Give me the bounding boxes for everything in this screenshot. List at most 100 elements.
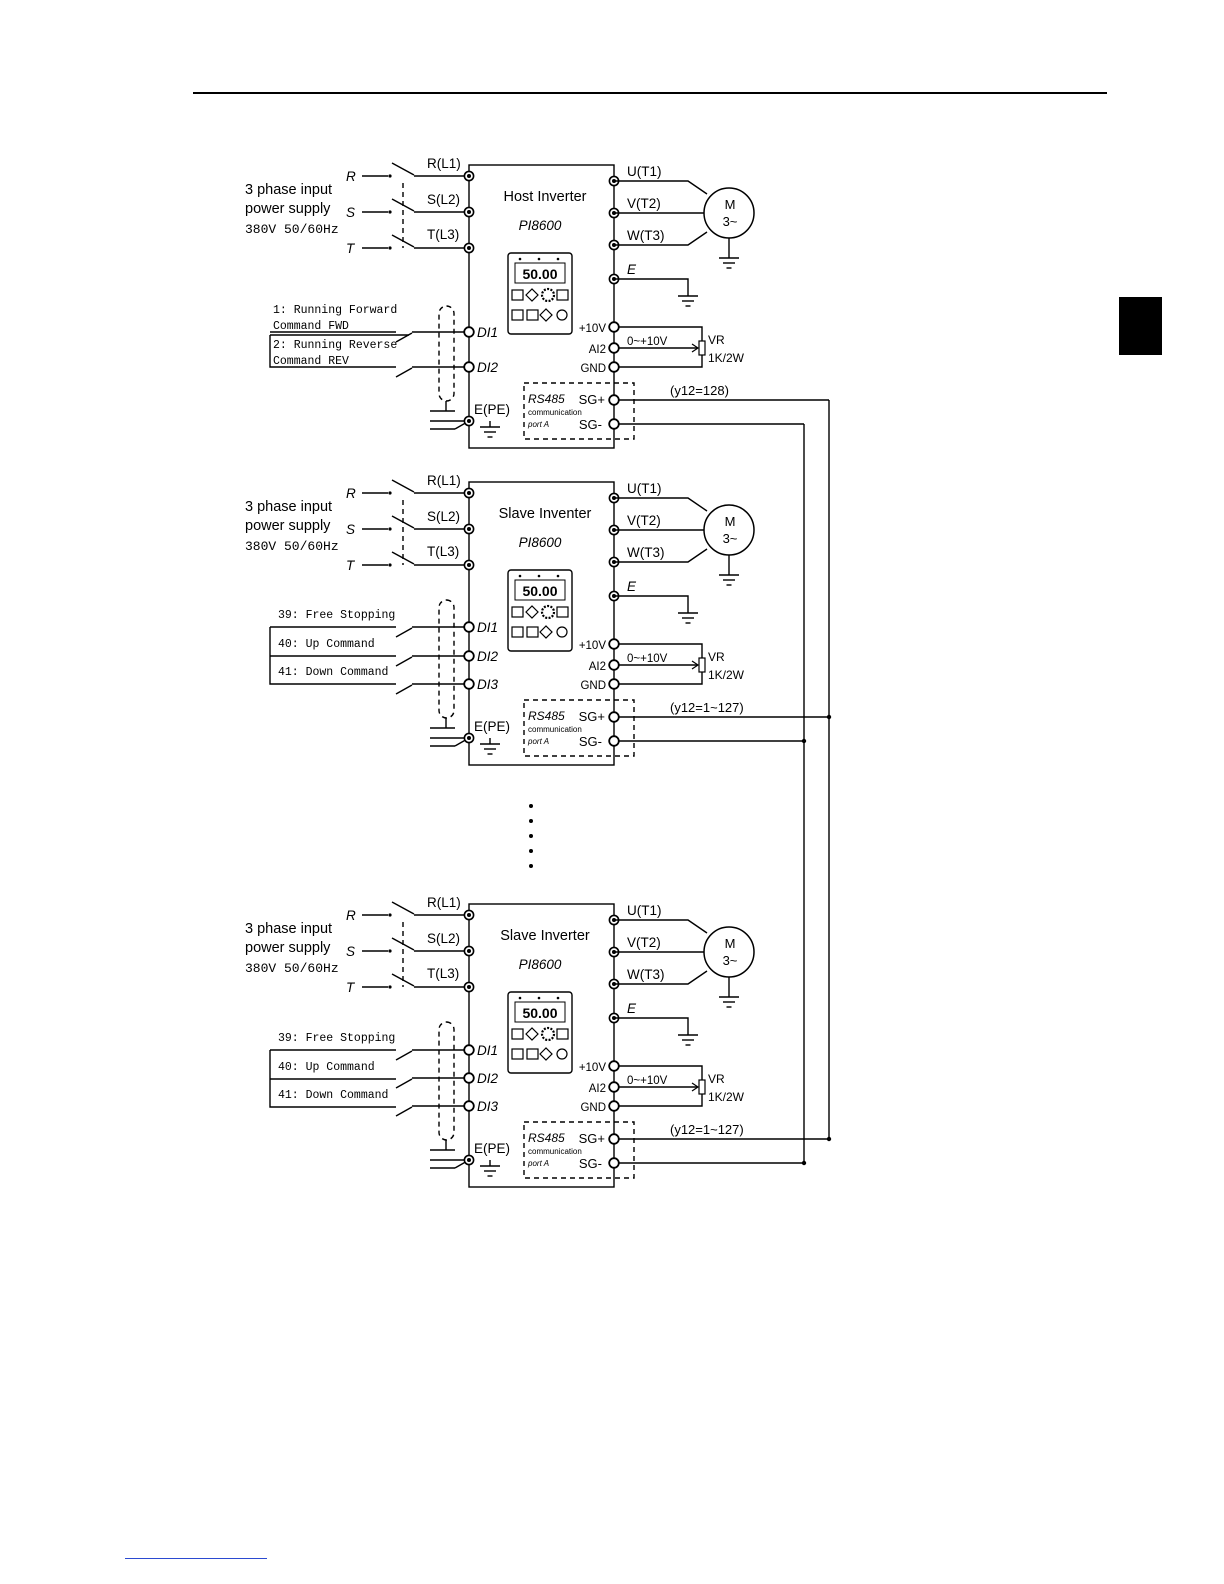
analog-label: GND	[580, 1102, 606, 1114]
digital-input-label: DI2	[477, 649, 499, 664]
inverter-model: PI8600	[519, 957, 562, 972]
keypad-led	[556, 257, 560, 261]
terminal-analog	[608, 342, 620, 354]
continuation-dot	[529, 819, 533, 823]
terminal-analog	[608, 1060, 620, 1072]
keypad-key-run	[526, 1048, 539, 1060]
keypad-key-stop	[556, 1028, 569, 1040]
terminal-rl1	[463, 487, 475, 499]
terminal-rl1-dot	[467, 913, 471, 917]
address-label: (y12=1~127)	[670, 1122, 744, 1137]
phase-node	[388, 174, 392, 178]
motor-symbol	[703, 926, 755, 978]
vr-label: VR	[708, 1072, 725, 1086]
terminal-label: T(L3)	[427, 227, 459, 242]
shield-capsule	[438, 305, 455, 402]
pe-ground-icon	[480, 426, 500, 438]
terminal-sg-minus	[608, 418, 620, 430]
digital-input-label: DI2	[477, 1071, 499, 1086]
supply-label: 3 phase input	[245, 921, 332, 937]
digital-input-switch	[395, 332, 413, 343]
motor-ground-icon	[719, 996, 739, 1008]
digital-input-switch	[395, 1078, 413, 1089]
keypad-key-mf	[539, 625, 553, 639]
terminal-sl2	[463, 945, 475, 957]
motor-wire-u	[614, 919, 708, 934]
pe-label: E(PE)	[474, 402, 510, 417]
output-label: V(T2)	[627, 513, 661, 528]
pe-ground-icon	[480, 743, 500, 755]
output-label: U(T1)	[627, 903, 662, 918]
analog-label: GND	[580, 680, 606, 692]
supply-label: power supply	[245, 201, 331, 217]
function-label: Command FWD	[273, 320, 349, 333]
pot-wire-bottom	[619, 672, 703, 685]
terminal-rl1-dot	[467, 491, 471, 495]
terminal-analog	[608, 659, 620, 671]
terminal-sl2	[463, 206, 475, 218]
motor-wire-w	[614, 231, 708, 246]
motor-label: M	[725, 936, 736, 951]
keypad-key-enter	[511, 309, 524, 321]
phase-label-r: R	[346, 169, 356, 184]
inverter-model: PI8600	[519, 218, 562, 233]
phase-node	[388, 491, 392, 495]
pot-wiper-arrow	[691, 1082, 700, 1092]
rs485-box	[523, 382, 635, 440]
keypad-led	[518, 257, 522, 261]
terminal-label: T(L3)	[427, 966, 459, 981]
keypad-key-run	[526, 626, 539, 638]
phase-node	[388, 949, 392, 953]
digital-input-switch	[395, 1106, 413, 1117]
terminal-label: R(L1)	[427, 156, 461, 171]
rs485-label: RS485	[528, 1131, 565, 1145]
terminal-label: S(L2)	[427, 931, 460, 946]
terminal-rl1	[463, 170, 475, 182]
earth-label: E	[627, 1001, 637, 1016]
analog-range: 0~+10V	[627, 1075, 668, 1087]
keypad-led	[537, 996, 541, 1000]
keypad-display: 50.00	[522, 583, 557, 599]
keypad-led	[556, 996, 560, 1000]
sg-plus-label: SG+	[579, 1131, 605, 1146]
keypad-key-enter	[511, 1048, 524, 1060]
terminal-rl1	[463, 909, 475, 921]
phase-node	[388, 527, 392, 531]
motor-symbol	[703, 504, 755, 556]
shield-capsule	[438, 599, 455, 719]
earth-ground-icon	[678, 1034, 698, 1046]
digital-input-switch	[395, 627, 413, 638]
supply-label: 3 phase input	[245, 499, 332, 515]
inverter-model: PI8600	[519, 535, 562, 550]
analog-label: +10V	[579, 640, 607, 652]
phase-label-t: T	[346, 558, 356, 573]
supply-rating: 380V 50/60Hz	[245, 961, 339, 976]
rs485-sublabel: communication	[528, 1147, 582, 1156]
digital-input-label: DI1	[477, 325, 498, 340]
keypad-frame	[507, 569, 573, 652]
terminal-label: T(L3)	[427, 544, 459, 559]
keypad: 50.00	[507, 991, 573, 1074]
earth-wire	[614, 595, 689, 613]
keypad-key-stop	[556, 289, 569, 301]
shield-capsule	[438, 1021, 455, 1141]
phase-node	[388, 913, 392, 917]
terminal-sg-plus	[608, 394, 620, 406]
pot-wire-bottom	[619, 1094, 703, 1107]
terminal-label: S(L2)	[427, 509, 460, 524]
digital-input-switch	[395, 367, 413, 378]
keypad-knob	[540, 287, 556, 303]
terminal-di2	[463, 361, 475, 373]
keypad-key-prg	[511, 606, 524, 618]
keypad-key-mf	[539, 308, 553, 322]
keypad-key-shift	[525, 605, 539, 619]
inverter-title: Host Inverter	[504, 189, 587, 205]
supply-label: power supply	[245, 940, 331, 956]
potentiometer	[698, 657, 706, 673]
terminal-di2	[463, 1072, 475, 1084]
terminal-pe-dot	[467, 736, 471, 740]
vr-rating: 1K/2W	[708, 351, 745, 365]
rs485-box	[523, 1121, 635, 1179]
vr-rating: 1K/2W	[708, 1090, 745, 1104]
